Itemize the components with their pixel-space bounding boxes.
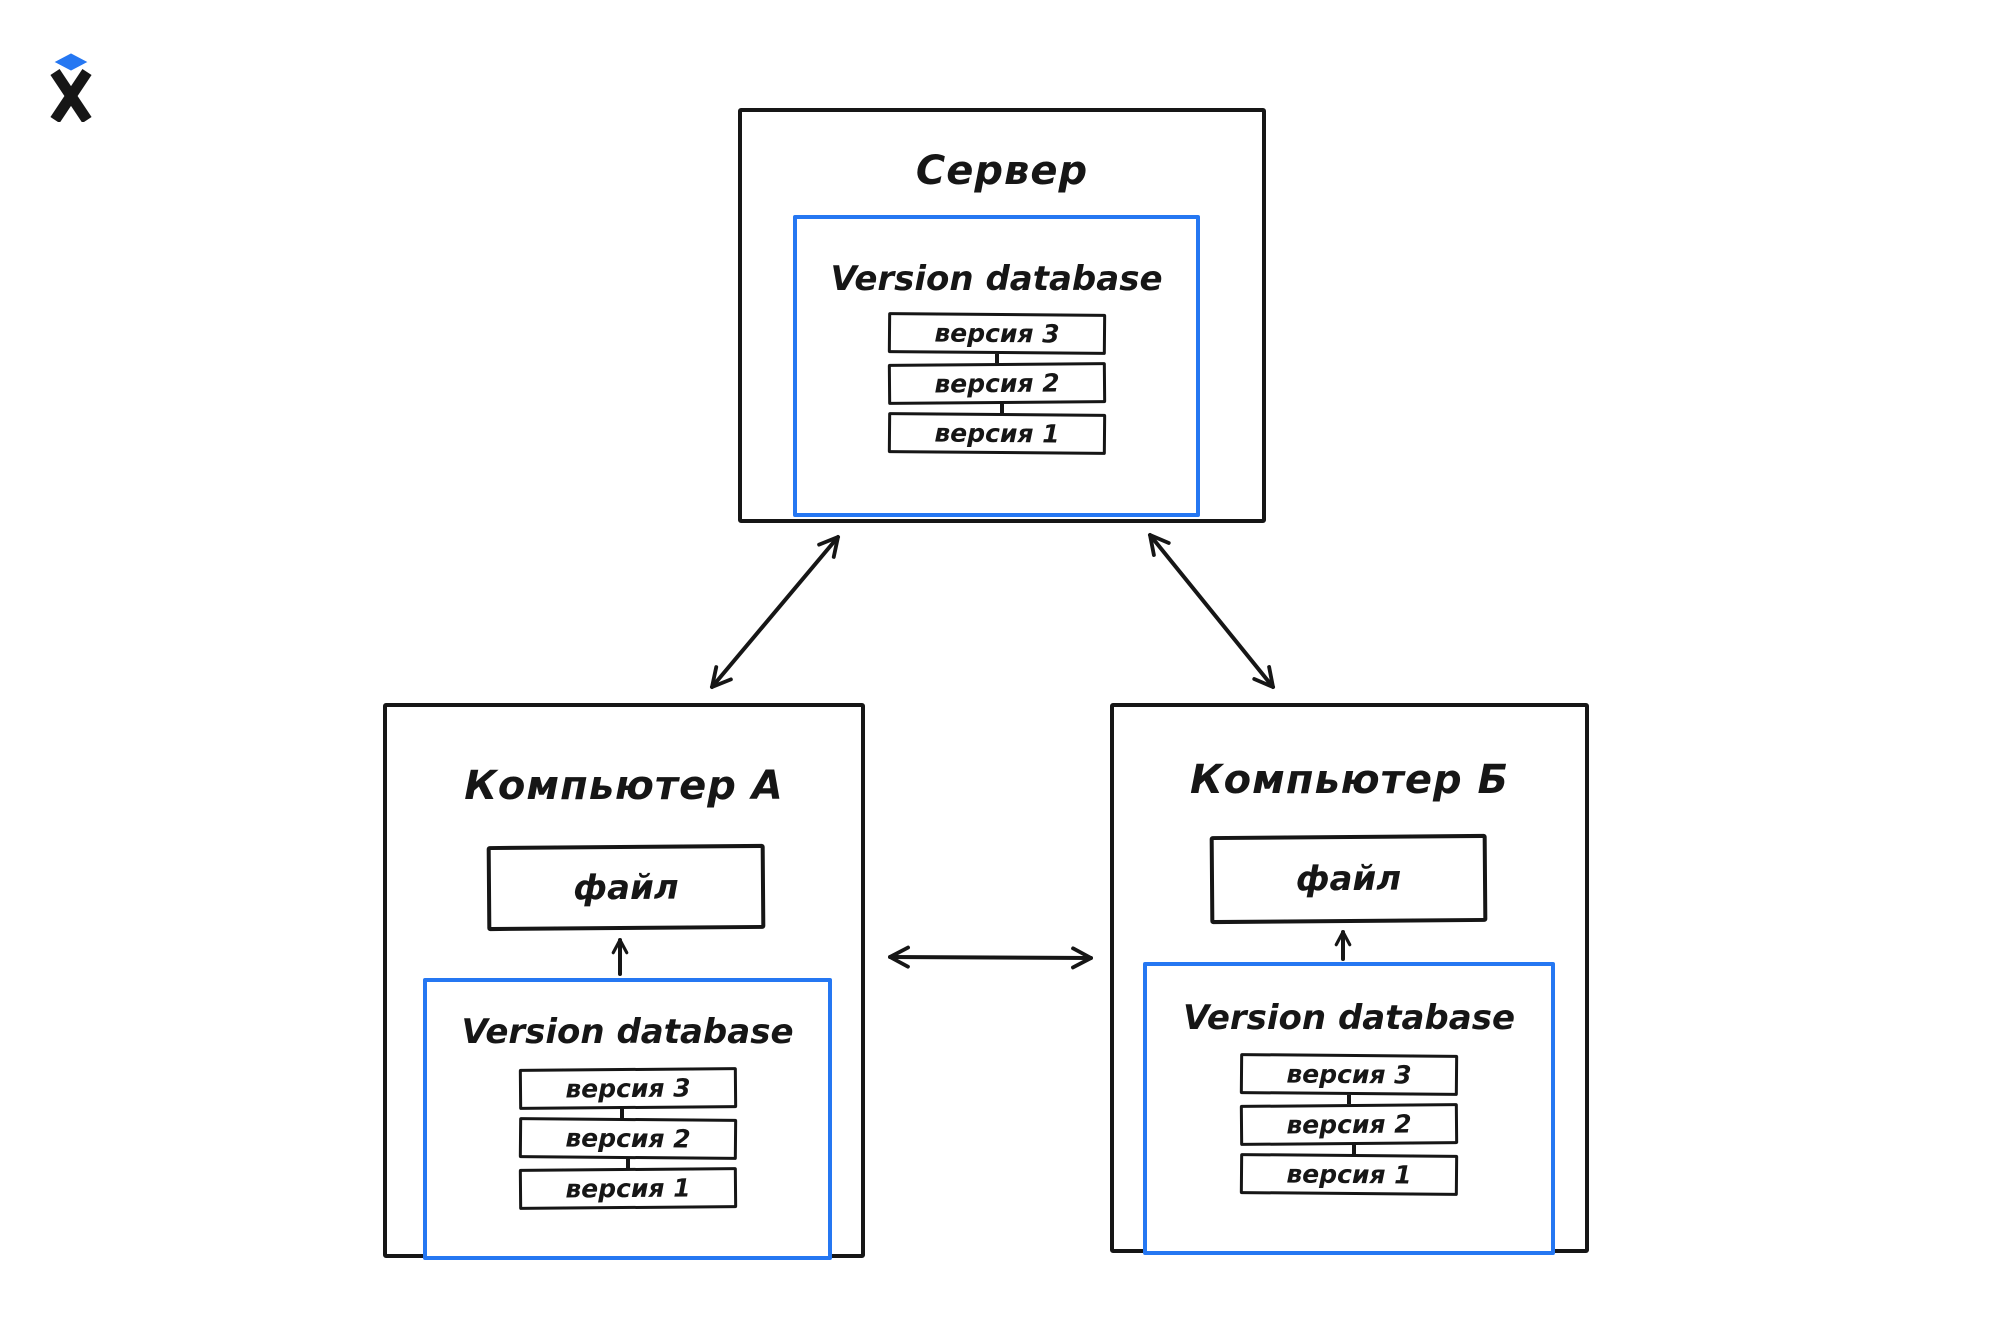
version-box: версия 3 — [518, 1067, 737, 1110]
computer-a-node: Компьютер А файл Version database версия… — [383, 703, 865, 1260]
hexlet-logo — [49, 50, 94, 124]
version-database-title: Version database — [461, 1012, 794, 1052]
version-box: версия 1 — [887, 412, 1106, 455]
version-label: версия 3 — [564, 1073, 691, 1104]
hexlet-logo-icon — [49, 50, 93, 124]
version-label: версия 3 — [933, 318, 1060, 349]
version-connector — [1352, 1145, 1356, 1154]
version-box: версия 3 — [1239, 1053, 1459, 1096]
version-connector — [625, 1159, 630, 1168]
version-box: версия 3 — [887, 312, 1106, 355]
sync-arrow-server-computer-a — [710, 535, 840, 689]
version-box: версия 1 — [1239, 1153, 1459, 1196]
version-label: версия 1 — [564, 1173, 691, 1204]
version-database-title: Version database — [1182, 998, 1515, 1038]
version-connector — [619, 1109, 624, 1118]
version-label: версия 1 — [933, 418, 1060, 449]
sync-arrow-computer-a-computer-b — [888, 945, 1093, 970]
logo-diamond-icon — [49, 50, 93, 74]
sync-arrow-server-computer-b — [1148, 533, 1275, 689]
server-title: Сервер — [915, 148, 1089, 194]
computer-b-version-database: Version database версия 3 версия 2 верси… — [1143, 962, 1555, 1255]
computer-a-version-database: Version database версия 3 версия 2 верси… — [423, 978, 832, 1260]
computer-b-title: Компьютер Б — [1189, 757, 1510, 803]
version-box: версия 2 — [887, 362, 1106, 405]
version-stack: версия 3 версия 2 версия 1 — [1239, 1053, 1459, 1196]
version-stack: версия 3 версия 2 версия 1 — [887, 312, 1106, 455]
server-node: Сервер Version database версия 3 версия … — [738, 108, 1266, 523]
version-label: версия 3 — [1286, 1059, 1412, 1090]
version-label: версия 2 — [933, 368, 1060, 399]
version-stack: версия 3 версия 2 версия 1 — [518, 1067, 737, 1210]
version-box: версия 2 — [518, 1117, 737, 1160]
computer-a-title: Компьютер А — [464, 763, 784, 809]
version-label: версия 2 — [564, 1123, 691, 1154]
file-box: файл — [1209, 833, 1488, 925]
version-box: версия 2 — [1239, 1103, 1459, 1146]
file-label: файл — [573, 867, 679, 908]
computer-b-node: Компьютер Б файл Version database версия… — [1110, 703, 1589, 1255]
version-box: версия 1 — [518, 1167, 737, 1210]
version-connector — [999, 404, 1004, 413]
version-connector — [994, 354, 999, 363]
file-label: файл — [1295, 858, 1402, 900]
version-database-title: Version database — [830, 259, 1163, 299]
server-version-database: Version database версия 3 версия 2 верси… — [793, 215, 1200, 517]
version-label: версия 1 — [1286, 1159, 1412, 1190]
version-label: версия 2 — [1286, 1109, 1412, 1140]
file-box: файл — [486, 843, 766, 932]
version-connector — [1347, 1095, 1351, 1104]
